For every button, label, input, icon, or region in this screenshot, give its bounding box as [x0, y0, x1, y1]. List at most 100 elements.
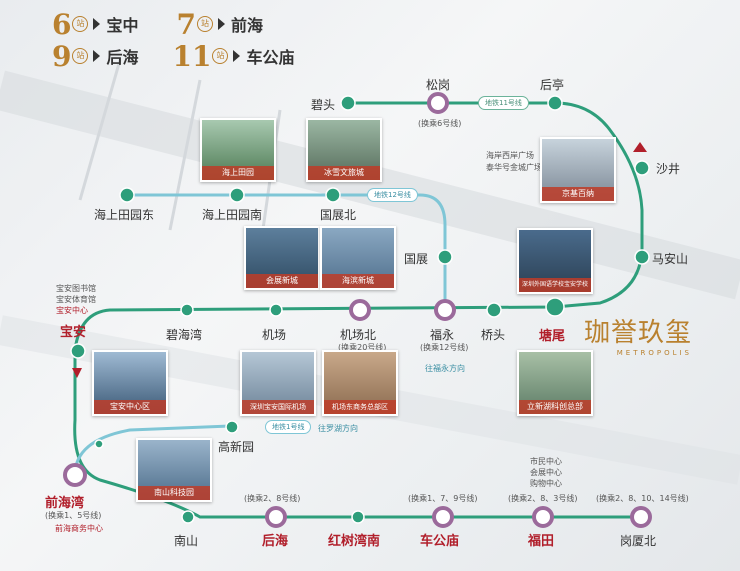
station-marker — [70, 343, 86, 359]
direction-note: 往罗湖方向 — [318, 424, 358, 433]
station-marker — [634, 249, 650, 265]
station-note: (换乘2、8号线) — [244, 494, 301, 503]
station-gaoxinyuan: 高新园 — [218, 440, 255, 454]
photo-caption: 京基百纳 — [542, 187, 614, 201]
photo-baoan-center: 宝安中心区 — [92, 350, 168, 416]
arrow-right-icon — [93, 18, 101, 30]
line-1-label: 地铁1号线 — [265, 420, 312, 434]
station-baoan: 宝安 — [60, 325, 87, 340]
route-destination: 前海 — [230, 16, 263, 35]
station-marker — [269, 303, 283, 317]
photo-caption: 海上田园 — [202, 166, 274, 180]
station-note: (换乘2、8、10、14号线) — [596, 494, 689, 503]
route-count: 11 — [172, 39, 212, 73]
station-marker — [340, 95, 356, 111]
brand-english: METROPOLIS — [616, 349, 693, 357]
station-marker — [225, 420, 239, 434]
station-note: (换乘20号线) — [338, 343, 387, 352]
direction-arrow — [72, 368, 82, 378]
photo-airport-east: 机场东商务总部区 — [322, 350, 398, 416]
line-12-label: 地铁12号线 — [367, 188, 418, 202]
direction-arrow — [633, 142, 647, 152]
station-haishang-east: 海上田园东 — [94, 208, 155, 222]
station-marker — [229, 187, 245, 203]
arrow-right-icon — [233, 50, 241, 62]
station-marker — [325, 187, 341, 203]
route-summary: 6 站 宝中 7 站 前海 9 站 后海 11 站 车公庙 — [52, 7, 332, 73]
photo-caption: 立新湖科创总部 — [519, 400, 591, 414]
station-marker — [437, 249, 453, 265]
landmark-note: 海岸西岸广场 — [486, 151, 534, 160]
station-bitou: 碧头 — [311, 98, 336, 112]
photo-lixinhu: 立新湖科创总部 — [517, 350, 593, 416]
station-marker — [94, 439, 104, 449]
photo-caption: 深圳外国语学校宝安学校 — [519, 278, 591, 292]
station-shajing: 沙井 — [656, 162, 681, 176]
station-jichang: 机场 — [262, 328, 287, 342]
photo-school: 深圳外国语学校宝安学校 — [517, 228, 593, 294]
station-qiaotou: 桥头 — [481, 328, 506, 342]
station-futian: 福田 — [528, 534, 555, 549]
landmark-note: 宝安中心 — [56, 306, 88, 315]
brand-name: 珈誉玖玺 — [584, 318, 693, 348]
photo-caption: 冰雪文旅城 — [308, 166, 380, 180]
direction-note: 往福永方向 — [425, 364, 465, 373]
photo-haishang: 海上田园 — [200, 118, 276, 182]
station-nanshan: 南山 — [174, 534, 199, 548]
arrow-right-icon — [93, 50, 101, 62]
station-maanshan: 马安山 — [652, 252, 689, 266]
station-jichang-north: 机场北 — [340, 328, 377, 342]
photo-caption: 海滨新城 — [322, 274, 394, 288]
station-marker — [351, 510, 365, 524]
landmark-note: 购物中心 — [530, 479, 562, 488]
station-marker — [634, 160, 650, 176]
landmark-note: 宝安图书馆 — [56, 284, 96, 293]
landmark-note: 泰华号金城广场 — [486, 163, 542, 172]
route-destination: 后海 — [106, 48, 139, 67]
transfer-marker — [630, 506, 652, 528]
station-note: (换乘12号线) — [420, 343, 469, 352]
photo-ice-snow: 冰雪文旅城 — [306, 118, 382, 182]
photo-caption: 南山科技园 — [138, 486, 210, 500]
station-gangxiabei: 岗厦北 — [620, 534, 657, 548]
station-marker — [486, 302, 502, 318]
station-bihaiwan: 碧海湾 — [166, 328, 203, 342]
station-hongshuwan: 红树湾南 — [328, 534, 381, 549]
landmark-note: 宝安体育馆 — [56, 295, 96, 304]
photo-airport: 深圳宝安国际机场 — [240, 350, 316, 416]
station-fuyong: 福永 — [430, 328, 455, 342]
station-unit-badge: 站 — [212, 48, 229, 64]
station-qianhaiwan: 前海湾 — [45, 496, 85, 511]
station-unit-badge: 站 — [196, 16, 213, 32]
route-count: 6 — [52, 7, 72, 41]
route-count: 9 — [52, 39, 72, 73]
photo-caption: 深圳宝安国际机场 — [242, 400, 314, 414]
arrow-right-icon — [217, 18, 225, 30]
transfer-marker — [427, 92, 449, 114]
photo-caption: 机场东商务总部区 — [324, 400, 396, 414]
station-haishang-south: 海上田园南 — [202, 208, 263, 222]
transfer-marker — [532, 506, 554, 528]
station-marker — [545, 297, 565, 317]
line-11-label: 地铁11号线 — [478, 96, 529, 110]
route-count: 7 — [176, 7, 196, 41]
photo-caption: 会展新城 — [246, 274, 318, 288]
route-destination: 车公庙 — [246, 48, 295, 67]
landmark-note: 会展中心 — [530, 468, 562, 477]
station-unit-badge: 站 — [72, 48, 89, 64]
station-marker — [181, 510, 195, 524]
station-note: (换乘6号线) — [418, 119, 462, 128]
station-marker — [119, 187, 135, 203]
station-marker — [547, 95, 563, 111]
transfer-marker — [63, 463, 87, 487]
station-chegongmiao: 车公庙 — [420, 534, 460, 549]
station-houting: 后亭 — [540, 78, 565, 92]
station-unit-badge: 站 — [72, 16, 89, 32]
station-guozhan: 国展 — [404, 252, 429, 266]
station-note: (换乘2、8、3号线) — [508, 494, 578, 503]
photo-jingji: 京基百纳 — [540, 137, 616, 203]
photo-caption: 宝安中心区 — [94, 400, 166, 414]
line-12-path — [127, 193, 447, 310]
transfer-marker — [434, 299, 456, 321]
